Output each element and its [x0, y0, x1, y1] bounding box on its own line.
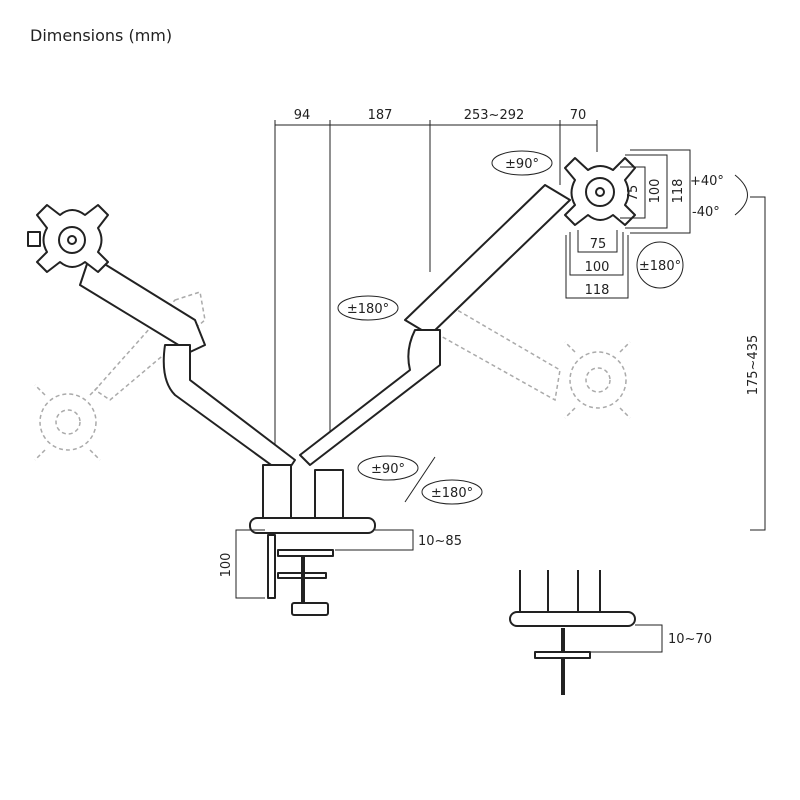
- clamp-thickness-label: 10~85: [418, 534, 462, 549]
- tilt-down-label: -40°: [692, 205, 720, 220]
- vesa-h-118: 118: [585, 283, 610, 298]
- vesa-h-100: 100: [585, 260, 610, 275]
- vesa-dimensions: 75 100 118 75 100 118: [565, 149, 691, 299]
- dim-253-292: 253~292: [464, 108, 525, 123]
- top-dimensions: 94 187 253~292 70: [274, 108, 598, 455]
- dim-70: 70: [570, 108, 587, 123]
- pole-and-clamp: [249, 464, 376, 616]
- rotation-indicators: ±90° +40° -40° ±180° ±180° ±90° ±180°: [337, 150, 748, 505]
- lower-arm-swivel-label: ±90°: [371, 462, 405, 477]
- grommet-thickness-label: 10~70: [668, 632, 712, 647]
- right-monitor-arm: [299, 157, 636, 466]
- dim-94: 94: [294, 108, 311, 123]
- height-range-label: 175~435: [746, 335, 761, 396]
- vesa-v-118: 118: [671, 179, 686, 204]
- height-dimensions: 175~435 100 10~85 10~70: [219, 196, 766, 653]
- head-swivel-label: ±90°: [505, 157, 539, 172]
- left-monitor-arm: [27, 204, 296, 476]
- base-swivel-label: ±180°: [431, 486, 473, 501]
- grommet-base: [509, 570, 636, 695]
- diagram-title: Dimensions (mm): [30, 26, 173, 45]
- vesa-h-75: 75: [590, 237, 607, 252]
- clamp-height-label: 100: [219, 553, 234, 578]
- ghost-positions: [34, 291, 631, 461]
- vesa-v-75: 75: [626, 185, 641, 202]
- head-rotate-label: ±180°: [639, 259, 681, 274]
- tilt-up-label: +40°: [690, 174, 724, 189]
- vesa-v-100: 100: [648, 179, 663, 204]
- dim-187: 187: [368, 108, 393, 123]
- upper-arm-swivel-label: ±180°: [347, 302, 389, 317]
